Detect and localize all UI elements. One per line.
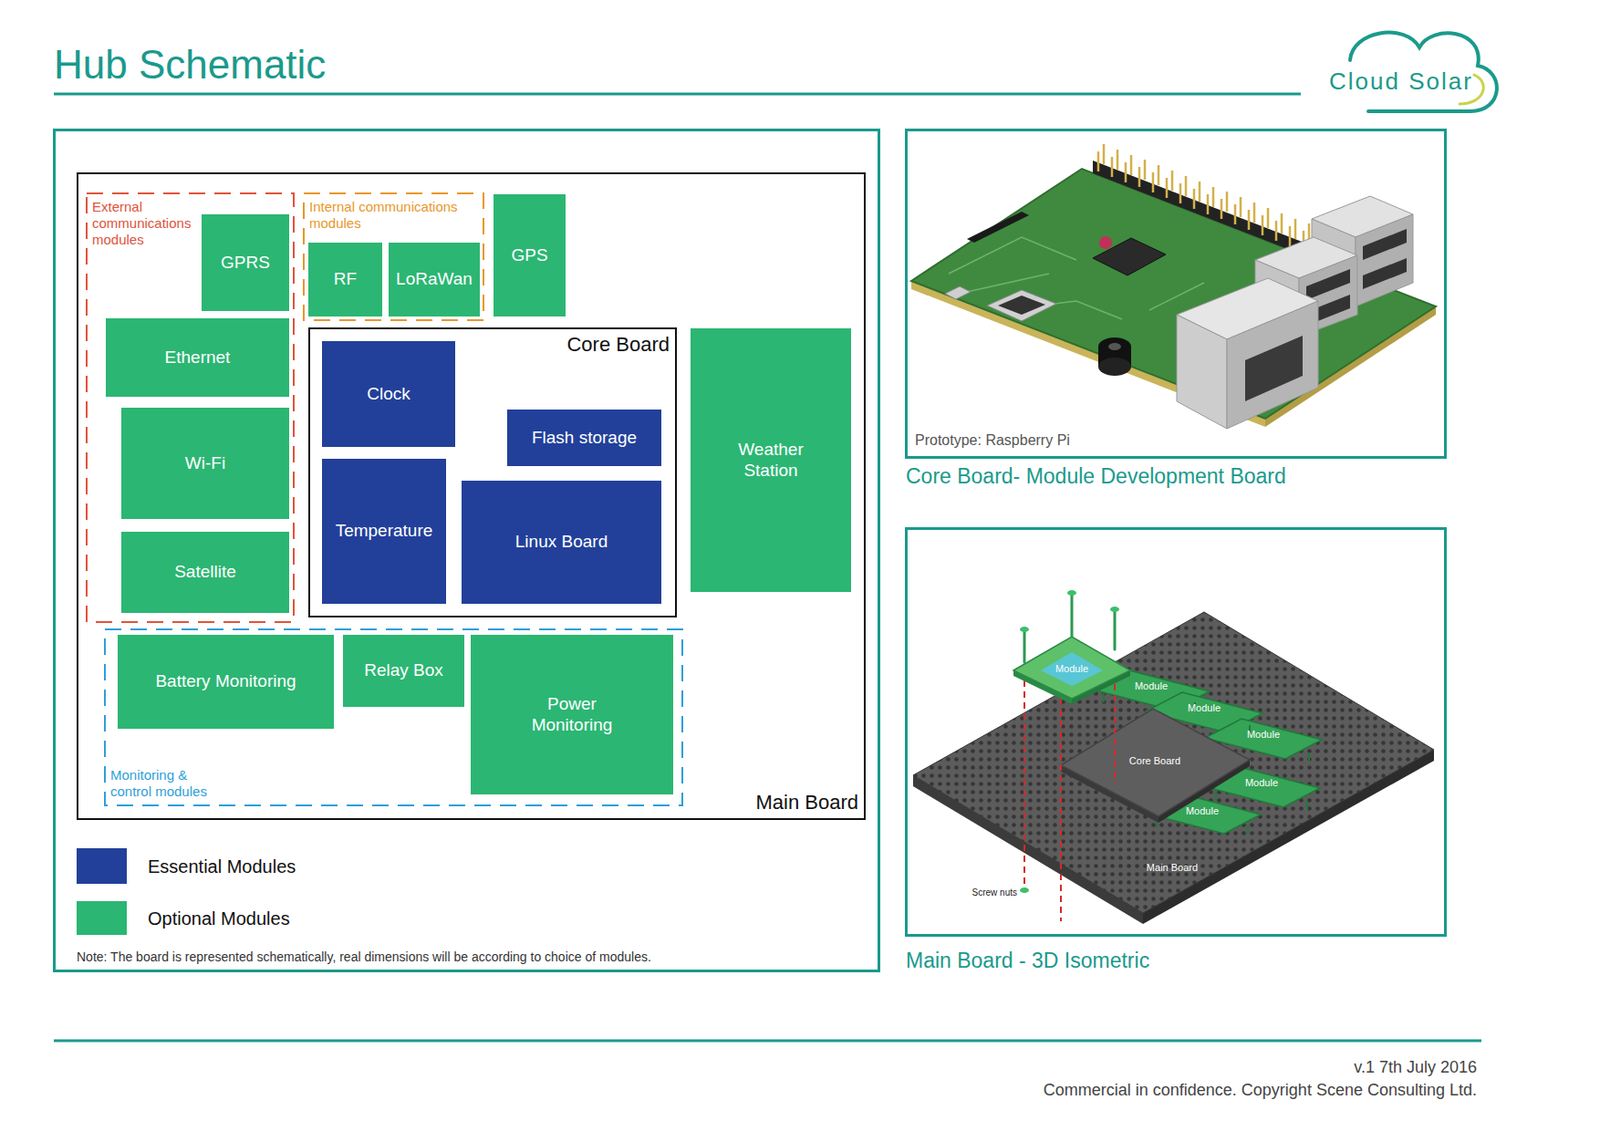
panel-frame — [906, 529, 1446, 936]
dashed-outline — [104, 629, 683, 806]
raspberry-pi-photo — [911, 144, 1436, 429]
group-label: External communications modules — [92, 198, 200, 249]
optional-module: Ethernet — [105, 318, 290, 397]
legend-text-anchor: Essential Modules — [147, 855, 296, 877]
copyright-text-anchor: Commercial in confidence. Copyright Scen… — [1043, 1080, 1477, 1101]
photo-caption: Prototype: Raspberry Pi — [914, 432, 1071, 449]
module-label: GPS — [510, 245, 548, 267]
board-tag-anchor: Main Board — [1146, 862, 1198, 874]
optional-module: Power Monitoring — [470, 634, 674, 795]
board-label: Core Board — [566, 332, 670, 357]
optional-module: Satellite — [121, 531, 290, 613]
optional-module: Wi-Fi — [121, 407, 290, 520]
module-tag-anchor: Module — [1246, 728, 1280, 741]
optional-module: GPRS — [201, 214, 290, 312]
legend-swatch — [76, 901, 127, 936]
module-label: GPRS — [220, 252, 271, 274]
module-label: Power Monitoring — [512, 694, 632, 737]
module-label: Battery Monitoring — [155, 671, 296, 693]
module-label: LoRaWan — [395, 269, 473, 291]
optional-module: Relay Box — [342, 634, 465, 707]
panel-caption: Core Board- Module Development Board — [905, 464, 1287, 489]
essential-module: Flash storage — [507, 409, 662, 467]
panel-frame — [54, 130, 880, 972]
optional-module: GPS — [493, 194, 566, 317]
panel-caption-anchor: Core Board- Module Development Board — [905, 464, 1287, 489]
module-tag: Module — [1055, 663, 1089, 676]
footer-rule — [53, 1039, 1482, 1043]
module-tag-anchor: Module — [1245, 777, 1278, 790]
module-tag: Module — [1187, 702, 1221, 715]
dashed-outline — [86, 193, 294, 623]
module-label: Ethernet — [165, 347, 231, 369]
group-label: Monitoring & control modules — [110, 767, 220, 800]
page-title-anchor: Hub Schematic — [53, 41, 326, 89]
panel-caption: Main Board - 3D Isometric — [905, 948, 1150, 973]
panel-frame — [906, 130, 1446, 458]
photo-caption-anchor: Prototype: Raspberry Pi — [914, 432, 1071, 449]
legend-swatch — [76, 848, 127, 884]
copyright-text: Commercial in confidence. Copyright Scen… — [1043, 1080, 1477, 1101]
logo-text: Cloud Solar — [1329, 68, 1474, 96]
legend-text-anchor: Optional Modules — [147, 907, 291, 929]
module-label: Temperature — [335, 520, 434, 542]
module-tag: Module — [1134, 680, 1168, 693]
optional-module: LoRaWan — [388, 242, 480, 317]
group-label: Internal communications modules — [309, 198, 478, 232]
note-text: Note: The board is represented schematic… — [76, 949, 652, 965]
board-tag: Main Board — [1146, 862, 1198, 874]
board-tag-anchor: Core Board — [1129, 755, 1181, 768]
board-tag: Core Board — [1129, 755, 1181, 768]
version-text-anchor: v.1 7th July 2016 — [1353, 1058, 1477, 1078]
callout-text-anchor: Screw nuts — [972, 887, 1018, 899]
module-tag: Module — [1246, 728, 1280, 741]
module-tag-anchor: Module — [1134, 680, 1168, 693]
circuit-board: Main Board External communications module… — [76, 172, 866, 821]
module-tag-anchor: Module — [1055, 663, 1089, 676]
module-label: RF — [333, 269, 357, 291]
module-group: Monitoring & control modules Battery Moni… — [103, 628, 684, 807]
callout-text: Screw nuts — [972, 887, 1018, 899]
title-rule — [53, 93, 1301, 96]
module-label: Satellite — [174, 561, 237, 583]
module-tag-anchor: Module — [1187, 702, 1221, 715]
panel-caption-anchor: Main Board - 3D Isometric — [905, 948, 1150, 973]
module-label: Clock — [366, 384, 411, 406]
module-label: Flash storage — [531, 427, 637, 449]
page-title: Hub Schematic — [53, 41, 326, 89]
essential-module: Temperature — [322, 458, 447, 604]
optional-module: Battery Monitoring — [117, 634, 334, 729]
version-text: v.1 7th July 2016 — [1353, 1058, 1477, 1078]
module-group: External communications modulesGPRS Ether… — [85, 192, 295, 624]
module-label: Linux Board — [515, 531, 608, 553]
legend-text: Optional Modules — [147, 907, 291, 929]
module-tag: Module — [1245, 777, 1278, 790]
isometric-board — [913, 590, 1434, 925]
module-label: Relay Box — [363, 660, 444, 682]
module-label: Weather Station — [720, 439, 821, 482]
optional-module: Weather Station — [690, 328, 852, 593]
note-text-anchor: Note: The board is represented schematic… — [76, 949, 652, 965]
module-tag-anchor: Module — [1185, 805, 1219, 818]
module-tag: Module — [1185, 805, 1219, 818]
optional-module: RF — [308, 242, 383, 317]
logo-text-anchor: Cloud Solar — [1329, 68, 1474, 96]
dashed-outline — [303, 193, 484, 321]
circuit-board: Core BoardClockFlash storageTemperatureL… — [308, 327, 677, 618]
essential-module: Clock — [322, 341, 456, 447]
board-label: Main Board — [755, 790, 859, 815]
module-label: Wi-Fi — [185, 453, 226, 475]
module-group: Internal communications modulesRF LoRaWan — [302, 192, 485, 322]
legend-text: Essential Modules — [147, 855, 296, 877]
essential-module: Linux Board — [461, 480, 662, 604]
